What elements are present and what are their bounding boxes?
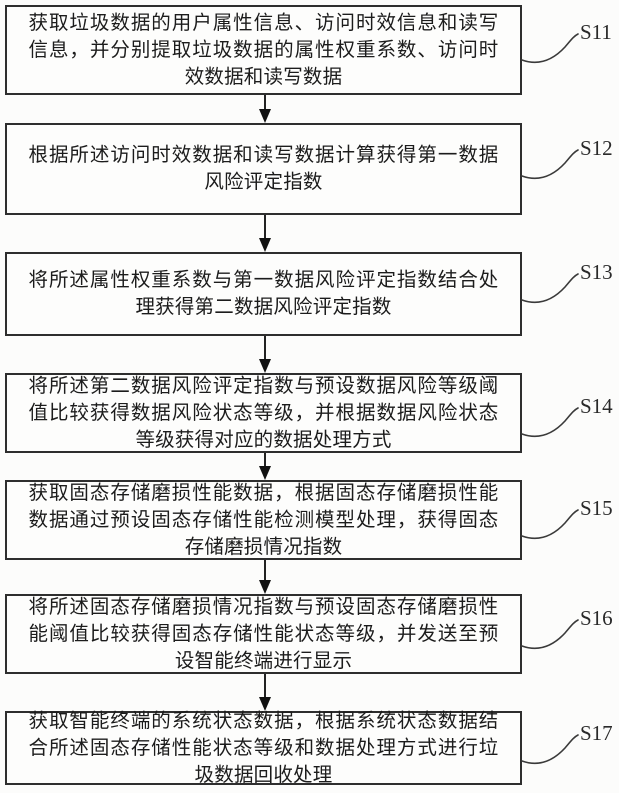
step-text: 获取固态存储磨损性能数据，根据固态存储磨损性能数据通过预设固态存储性能检测模型处…: [28, 482, 499, 558]
arrow-head-icon: [258, 697, 271, 711]
flow-arrow-2: [258, 215, 271, 252]
arrow-shaft: [263, 453, 266, 466]
arrow-head-icon: [258, 359, 271, 373]
step-box-s13: 将所述属性权重系数与第一数据风险评定指数结合处理获得第二数据风险评定指数: [5, 252, 522, 336]
step-box-s16: 将所述固态存储磨损情况指数与预设固态存储磨损性能阈值比较获得固态存储性能状态等级…: [5, 594, 522, 674]
step-text: 将所述属性权重系数与第一数据风险评定指数结合处理获得第二数据风险评定指数: [28, 270, 499, 318]
step-label-s15: S15: [580, 496, 613, 520]
arrow-shaft: [263, 674, 266, 697]
flow-arrow-4: [258, 453, 271, 480]
step-box-s11: 获取垃圾数据的用户属性信息、访问时效信息和读写信息，并分别提取垃圾数据的属性权重…: [5, 5, 522, 95]
leader-curve-s15: [521, 509, 579, 540]
step-box-s17: 获取智能终端的系统状态数据，根据系统状态数据结合所述固态存储性能状态等级和数据处…: [5, 711, 522, 786]
flow-arrow-5: [258, 560, 271, 594]
leader-curve-s12: [521, 149, 579, 180]
step-text: 将所述固态存储磨损情况指数与预设固态存储磨损性能阈值比较获得固态存储性能状态等级…: [28, 596, 499, 672]
step-label-s13: S13: [580, 260, 613, 284]
arrow-shaft: [263, 560, 266, 580]
arrow-shaft: [263, 95, 266, 109]
step-box-s15: 获取固态存储磨损性能数据，根据固态存储磨损性能数据通过预设固态存储性能检测模型处…: [5, 480, 522, 560]
arrow-shaft: [263, 336, 266, 359]
flow-arrow-3: [258, 336, 271, 373]
step-box-s12: 根据所述访问时效数据和读写数据计算获得第一数据风险评定指数: [5, 123, 522, 215]
arrow-head-icon: [258, 580, 271, 594]
step-label-s16: S16: [580, 606, 613, 630]
arrow-head-icon: [258, 466, 271, 480]
step-text: 获取垃圾数据的用户属性信息、访问时效信息和读写信息，并分别提取垃圾数据的属性权重…: [28, 12, 499, 88]
step-box-s14: 将所述第二数据风险评定指数与预设数据风险等级阈值比较获得数据风险状态等级，并根据…: [5, 373, 522, 453]
step-label-s17: S17: [580, 721, 613, 745]
leader-curve-s11: [521, 33, 579, 64]
leader-curve-s17: [521, 734, 579, 765]
step-text: 获取智能终端的系统状态数据，根据系统状态数据结合所述固态存储性能状态等级和数据处…: [28, 710, 499, 786]
step-text: 将所述第二数据风险评定指数与预设数据风险等级阈值比较获得数据风险状态等级，并根据…: [28, 375, 499, 451]
arrow-shaft: [263, 215, 266, 238]
leader-curve-s13: [521, 273, 579, 304]
step-text: 根据所述访问时效数据和读写数据计算获得第一数据风险评定指数: [28, 145, 499, 193]
step-label-s14: S14: [580, 394, 613, 418]
arrow-head-icon: [258, 109, 271, 123]
flow-arrow-6: [258, 674, 271, 711]
arrow-head-icon: [258, 238, 271, 252]
step-label-s12: S12: [580, 136, 613, 160]
step-label-s11: S11: [580, 20, 612, 44]
flow-arrow-1: [258, 95, 271, 123]
leader-curve-s16: [521, 619, 579, 650]
leader-curve-s14: [521, 407, 579, 438]
